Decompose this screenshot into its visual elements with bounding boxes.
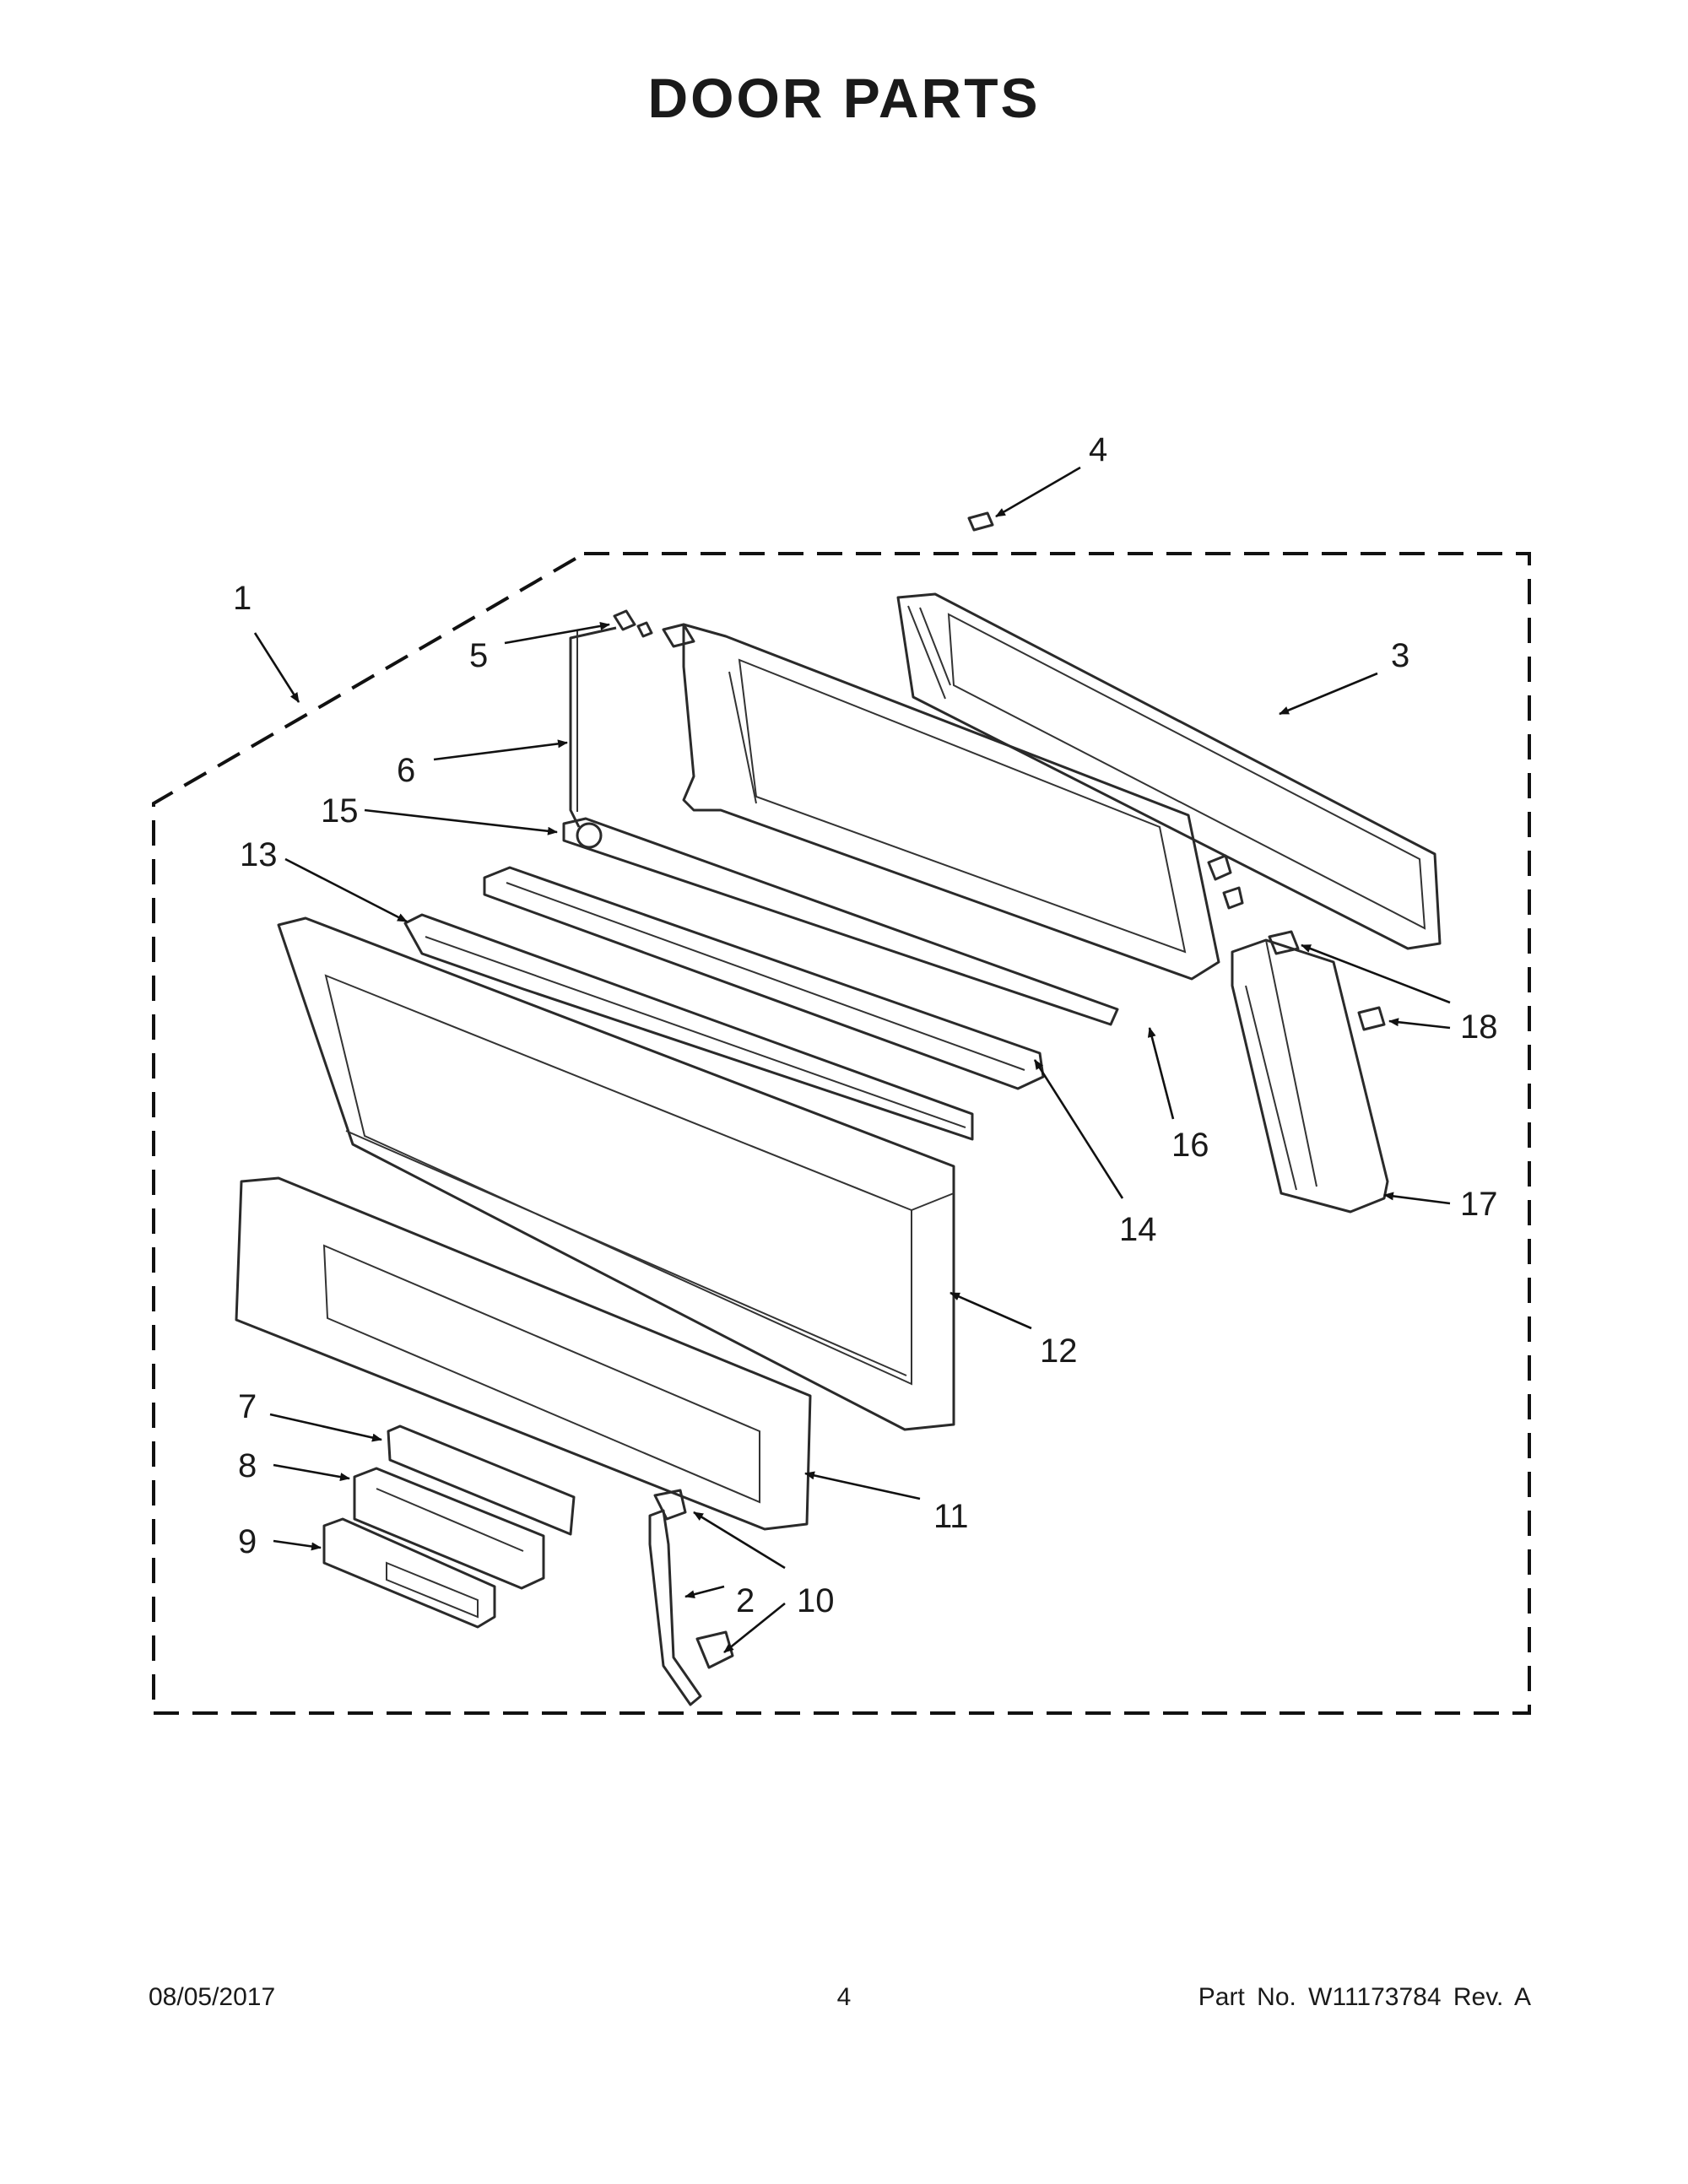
part-10-clips bbox=[653, 1489, 734, 1669]
assembly-boundary bbox=[152, 552, 1531, 1715]
callout-9: 9 bbox=[238, 1523, 257, 1560]
callout-labels: 1 2 3 4 5 6 7 8 9 10 11 12 13 14 15 16 1… bbox=[233, 431, 1498, 1619]
callout-11: 11 bbox=[933, 1498, 969, 1535]
part-5-connector bbox=[613, 609, 653, 638]
leader-lines bbox=[253, 466, 1451, 1654]
part-14-hinge-rail bbox=[483, 866, 1045, 1090]
callout-1: 1 bbox=[233, 580, 252, 617]
callout-17: 17 bbox=[1460, 1186, 1498, 1223]
callout-6: 6 bbox=[397, 752, 415, 789]
callout-8: 8 bbox=[238, 1447, 257, 1484]
part-18-clips bbox=[1268, 930, 1386, 1031]
part-12-front-frame bbox=[277, 916, 955, 1431]
part-16-inner-door bbox=[662, 623, 1220, 981]
part-3-door-frame bbox=[896, 592, 1442, 950]
callout-14: 14 bbox=[1119, 1211, 1157, 1248]
callout-3: 3 bbox=[1391, 637, 1409, 674]
callout-7: 7 bbox=[238, 1388, 257, 1425]
callout-16: 16 bbox=[1171, 1127, 1209, 1164]
part-2-strap bbox=[648, 1509, 702, 1706]
part-8-board-bracket bbox=[353, 1467, 545, 1590]
part-6-wire-harness bbox=[569, 626, 617, 828]
callout-15: 15 bbox=[321, 792, 359, 830]
footer-part-number: Part No. W11173784 Rev. A bbox=[1198, 1983, 1531, 2011]
part-4-plug bbox=[967, 511, 994, 532]
part-7-film bbox=[387, 1424, 576, 1536]
footer-page-number: 4 bbox=[836, 1983, 852, 2011]
part-11-glass-panel bbox=[235, 1176, 812, 1531]
callout-18: 18 bbox=[1460, 1008, 1498, 1046]
part-15-latch-bar bbox=[562, 817, 1119, 1026]
callout-4: 4 bbox=[1089, 431, 1107, 468]
part-13-bracket bbox=[403, 913, 974, 1141]
page-title: DOOR PARTS bbox=[647, 67, 1041, 129]
footer-date: 08/05/2017 bbox=[149, 1983, 276, 2011]
part-9-control-board bbox=[322, 1517, 496, 1629]
callout-12: 12 bbox=[1040, 1333, 1078, 1370]
callout-10: 10 bbox=[797, 1582, 835, 1619]
callout-13: 13 bbox=[240, 836, 278, 873]
part-17-side-panel bbox=[1231, 938, 1389, 1214]
callout-5: 5 bbox=[469, 637, 488, 674]
callout-2: 2 bbox=[736, 1582, 755, 1619]
